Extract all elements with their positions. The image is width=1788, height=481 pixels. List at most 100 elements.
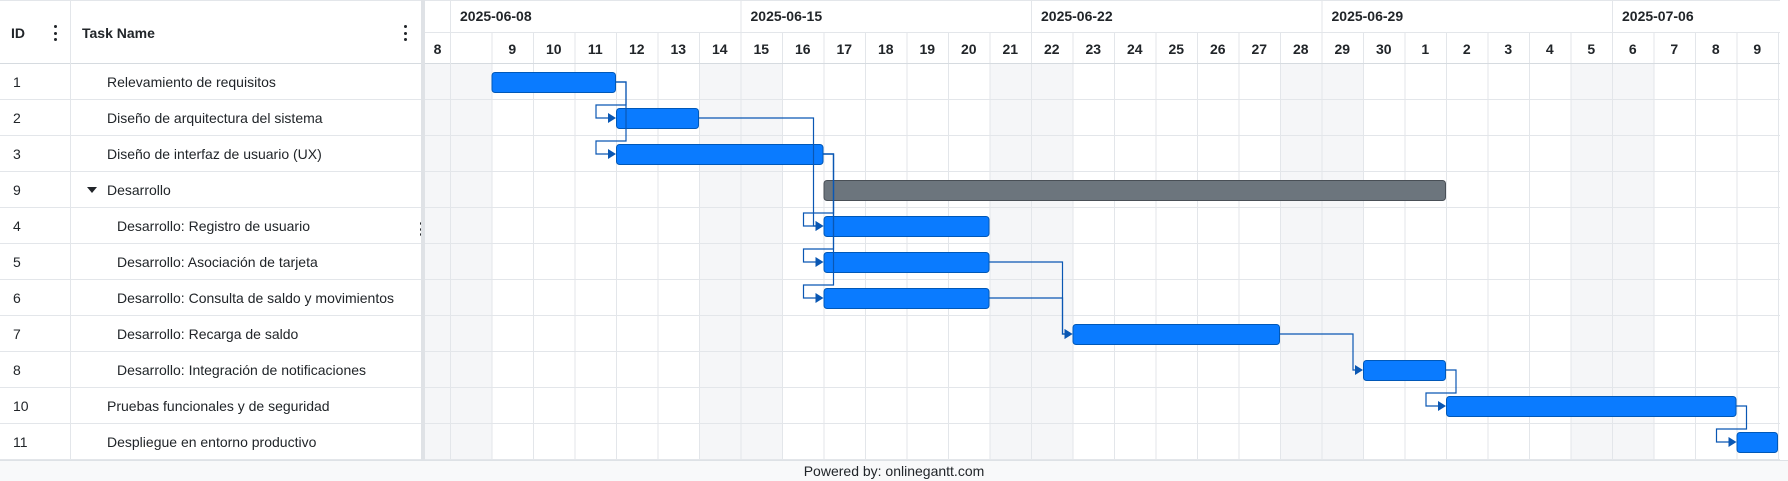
dependency-line: [802, 153, 835, 299]
task-bar: [1072, 324, 1280, 345]
day-label: 30: [1376, 41, 1392, 57]
task-name-cell[interactable]: Desarrollo: [71, 172, 421, 207]
dependency-arrow-icon: [608, 149, 616, 159]
day-label: 6: [1629, 41, 1637, 57]
task-row[interactable]: 7 Desarrollo: Recarga de saldo: [0, 316, 421, 352]
dependency-arrow-icon: [1355, 365, 1363, 375]
day-label: 24: [1127, 41, 1143, 57]
day-label: 17: [836, 41, 852, 57]
day-label: 13: [670, 41, 686, 57]
day-label: 12: [629, 41, 645, 57]
day-label: 11: [588, 41, 603, 57]
task-name-label: Despliegue en entorno productivo: [107, 433, 317, 450]
day-label: 19: [919, 41, 935, 57]
week-label: 2025-06-15: [751, 8, 823, 24]
grid-timeline-splitter[interactable]: [421, 0, 425, 460]
dependency-line: [1425, 369, 1457, 407]
group-summary-bar: [823, 180, 1446, 201]
task-id-cell: 8: [0, 352, 71, 387]
day-label: 4: [1546, 41, 1554, 57]
day-label: 2: [1463, 41, 1471, 57]
task-name-column-menu-icon[interactable]: [402, 25, 408, 41]
task-bar: [823, 216, 990, 237]
day-label: 3: [1504, 41, 1512, 57]
dependency-line: [595, 81, 627, 155]
task-name-cell[interactable]: Relevamiento de requisitos: [71, 64, 421, 99]
task-id-cell: 2: [0, 100, 71, 135]
task-name-cell[interactable]: Desarrollo: Consulta de saldo y movimien…: [71, 280, 421, 315]
task-bar: [616, 144, 824, 165]
day-label: 5: [1587, 41, 1595, 57]
day-label: 21: [1002, 41, 1018, 57]
collapse-caret-icon[interactable]: [87, 187, 97, 193]
weekend-column: [425, 64, 450, 460]
weekend-column: [699, 64, 741, 460]
week-label: 2025-06-22: [1041, 8, 1113, 24]
task-name-cell[interactable]: Despliegue en entorno productivo: [71, 424, 421, 459]
day-label: 29: [1334, 41, 1350, 57]
task-name-cell[interactable]: Pruebas funcionales y de seguridad: [71, 388, 421, 423]
day-label: 7: [1670, 41, 1678, 57]
column-header-id[interactable]: ID: [0, 1, 71, 64]
task-name-label: Desarrollo: Registro de usuario: [117, 217, 310, 234]
task-row[interactable]: 10 Pruebas funcionales y de seguridad: [0, 388, 421, 424]
task-bar: [823, 252, 990, 273]
column-header-task-name-label: Task Name: [82, 24, 155, 41]
day-label: 20: [961, 41, 977, 57]
dependency-arrow-icon: [815, 257, 824, 267]
task-name-label: Diseño de interfaz de usuario (UX): [107, 145, 322, 162]
task-id-cell: 11: [0, 424, 71, 459]
task-name-label: Desarrollo: Integración de notificacione…: [117, 361, 367, 378]
task-id-cell: 9: [0, 172, 71, 207]
week-label: 2025-07-06: [1622, 8, 1694, 24]
task-bar: [823, 288, 990, 309]
day-label: 23: [1085, 41, 1101, 57]
task-name-label: Desarrollo: Recarga de saldo: [117, 325, 299, 342]
weekend-column: [1612, 64, 1654, 460]
task-name-cell[interactable]: Desarrollo: Asociación de tarjeta: [71, 244, 421, 279]
task-id-cell: 10: [0, 388, 71, 423]
dependency-line: [989, 297, 1066, 335]
task-row[interactable]: 8 Desarrollo: Integración de notificacion…: [0, 352, 421, 388]
task-name-label: Desarrollo: Asociación de tarjeta: [117, 253, 318, 270]
task-name-cell[interactable]: Desarrollo: Integración de notificacione…: [71, 352, 421, 387]
task-row[interactable]: 3 Diseño de interfaz de usuario (UX): [0, 136, 421, 172]
task-name-label: Desarrollo: [107, 181, 171, 198]
day-label: 28: [1293, 41, 1309, 57]
task-name-cell[interactable]: Diseño de arquitectura del sistema: [71, 100, 421, 135]
task-bar: [616, 108, 699, 129]
task-name-cell[interactable]: Diseño de interfaz de usuario (UX): [71, 136, 421, 171]
footer: Powered by: onlinegantt.com: [0, 460, 1788, 481]
task-id-cell: 7: [0, 316, 71, 351]
dependency-arrow-icon: [608, 113, 616, 123]
task-id-cell: 3: [0, 136, 71, 171]
weekend-column: [1570, 64, 1612, 460]
weekend-column: [740, 64, 782, 460]
task-bar: [491, 72, 616, 93]
week-label: 2025-06-08: [460, 8, 532, 24]
task-name-label: Desarrollo: Consulta de saldo y movimien…: [117, 289, 395, 306]
dependency-arrow-icon: [815, 221, 824, 231]
weekend-column: [450, 64, 492, 460]
weekend-column: [1321, 64, 1363, 460]
dependency-line: [1280, 333, 1356, 371]
dependency-line: [1715, 405, 1748, 443]
column-header-id-label: ID: [11, 24, 25, 41]
column-header-task-name[interactable]: Task Name: [71, 1, 421, 64]
task-row[interactable]: 11 Despliegue en entorno productivo: [0, 424, 421, 460]
task-row[interactable]: 9 Desarrollo: [0, 172, 421, 208]
day-label: 16: [795, 41, 811, 57]
task-name-cell[interactable]: Desarrollo: Registro de usuario: [71, 208, 421, 243]
day-label: 18: [878, 41, 894, 57]
task-name-cell[interactable]: Desarrollo: Recarga de saldo: [71, 316, 421, 351]
id-column-menu-icon[interactable]: [52, 25, 58, 41]
task-name-label: Pruebas funcionales y de seguridad: [107, 397, 330, 414]
